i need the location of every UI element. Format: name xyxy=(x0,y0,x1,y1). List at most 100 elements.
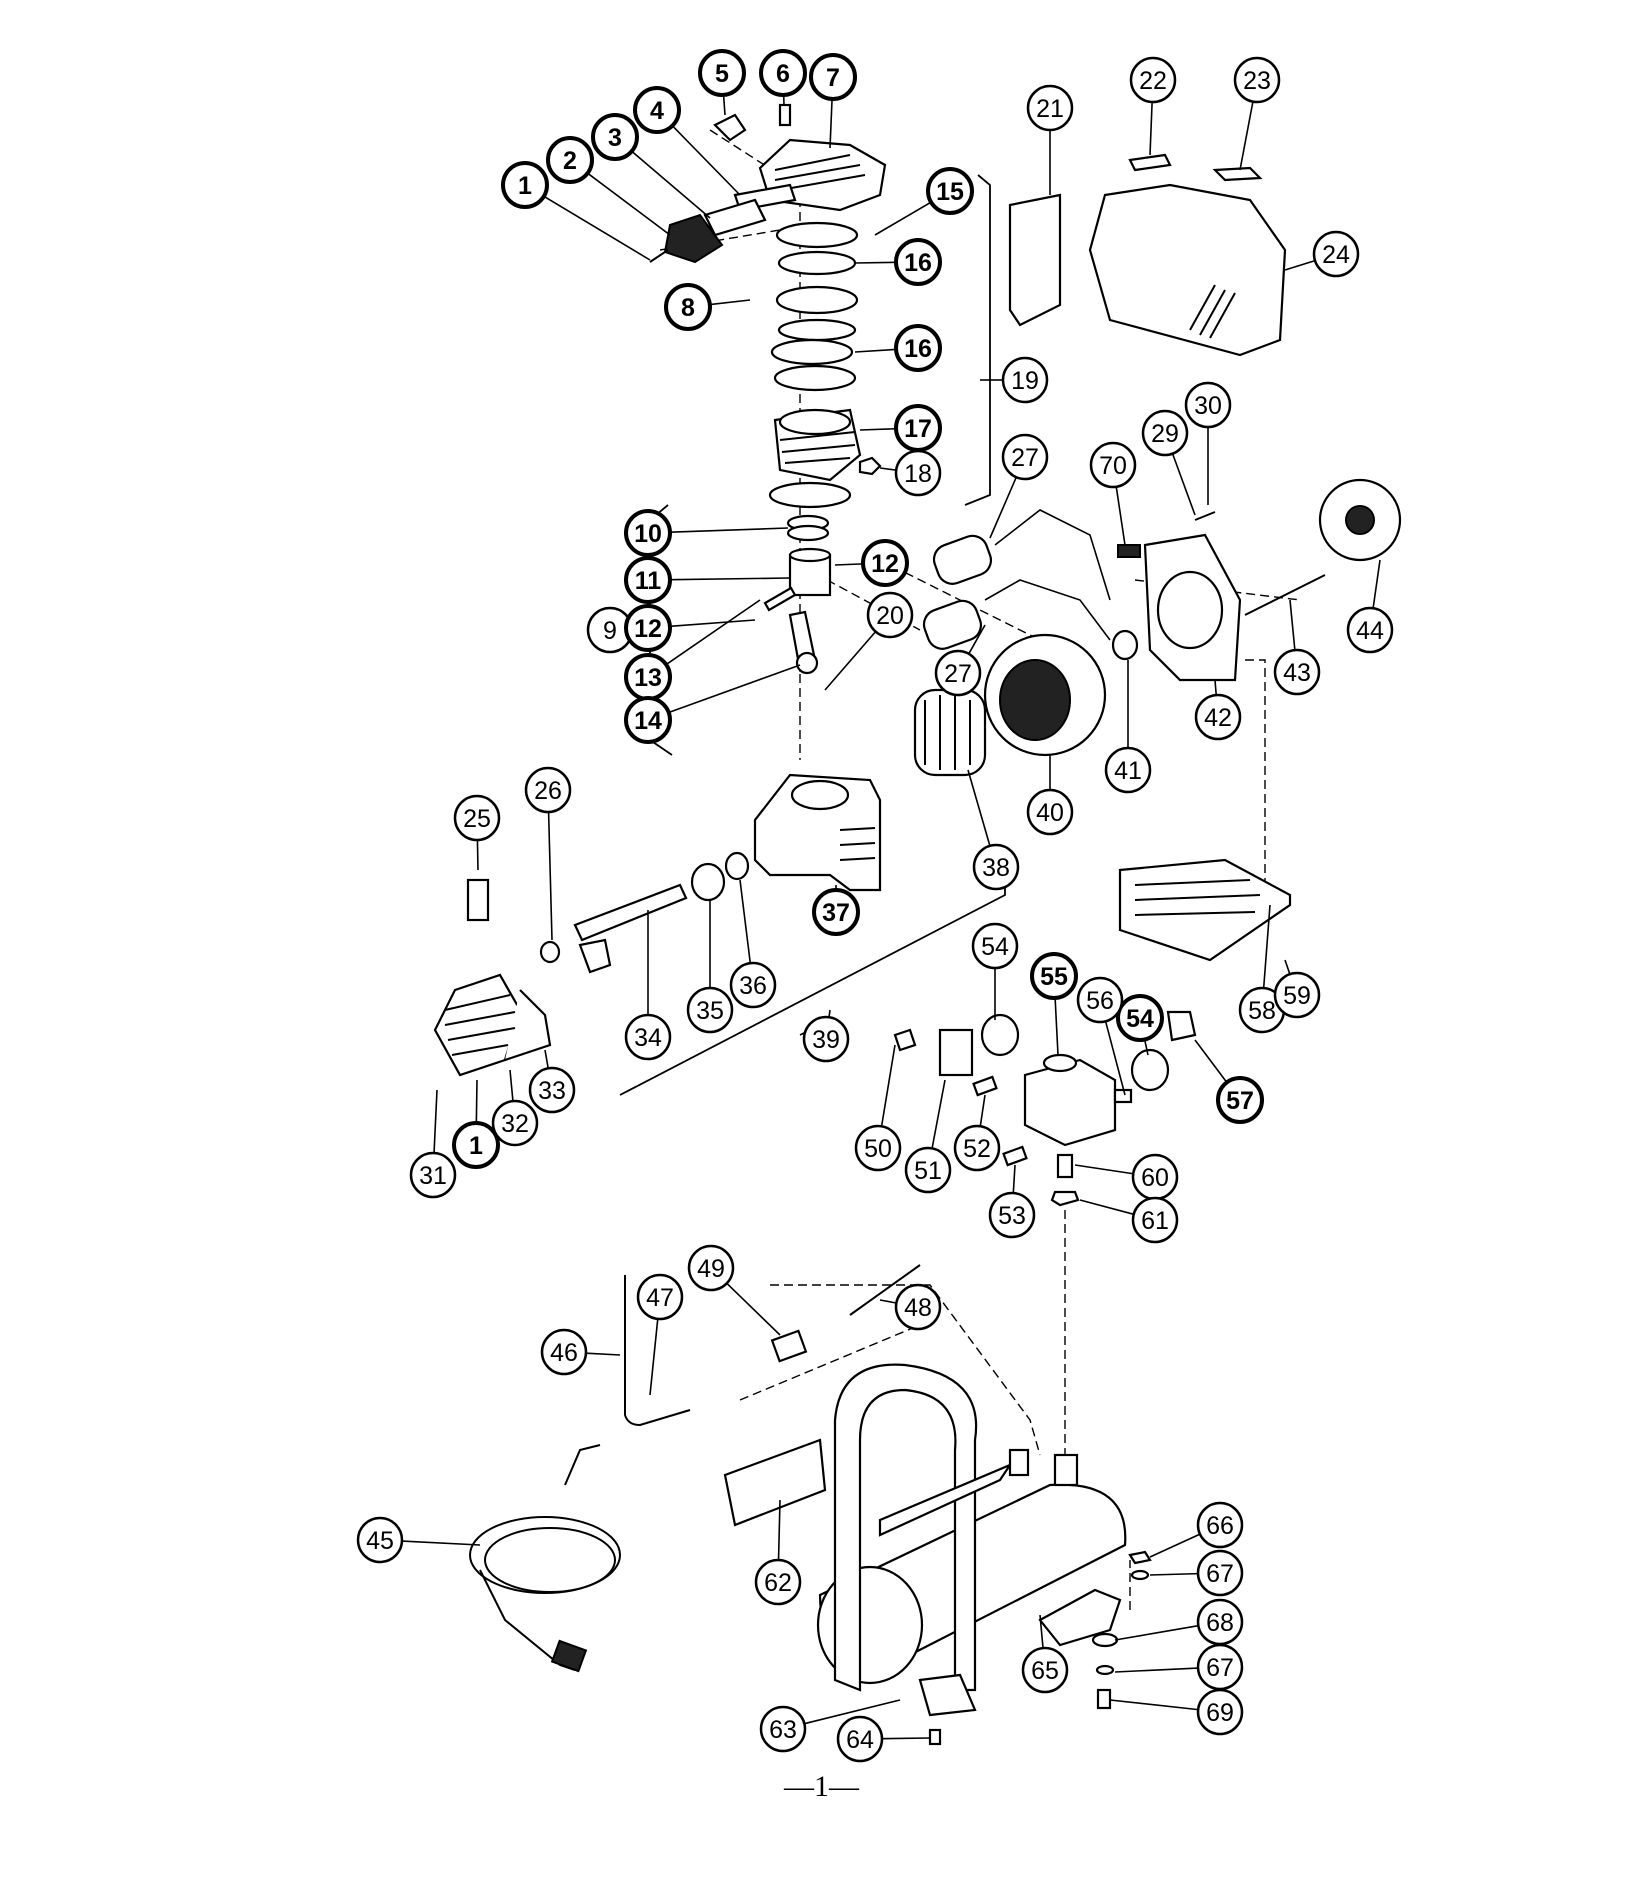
callout-43: 43 xyxy=(1273,599,1321,696)
callout-circle xyxy=(624,1013,672,1061)
callout-label: 37 xyxy=(822,899,850,927)
leader-line xyxy=(476,839,479,871)
leader-line xyxy=(475,1079,478,1124)
leader-line xyxy=(1114,1624,1199,1641)
callout-circle xyxy=(1194,693,1242,741)
callout-label: 27 xyxy=(1011,444,1039,472)
callout-label: 11 xyxy=(635,567,662,595)
callout-label: 67 xyxy=(1206,1654,1234,1682)
callout-7: 7 xyxy=(809,53,857,149)
callout-label: 54 xyxy=(1126,1005,1154,1033)
callout-circle xyxy=(836,1715,884,1763)
callout-circle xyxy=(698,49,746,97)
callout-68: 68 xyxy=(1114,1598,1244,1646)
callout-label: 39 xyxy=(812,1026,840,1054)
callout-label: 7 xyxy=(826,64,840,92)
callout-circle xyxy=(759,1705,807,1753)
callout-label: 26 xyxy=(534,777,562,805)
leader-line xyxy=(669,619,756,628)
callout-label: 9 xyxy=(603,617,617,645)
callout-circle xyxy=(754,1558,802,1606)
piston-assembly xyxy=(763,514,832,675)
callout-circle xyxy=(664,283,712,331)
callout-59: 59 xyxy=(1273,959,1321,1019)
callout-2: 2 xyxy=(546,136,671,236)
callout-31: 31 xyxy=(409,1089,457,1199)
callout-circle xyxy=(624,556,672,604)
leader-line xyxy=(1115,486,1126,546)
callout-label: 51 xyxy=(914,1157,942,1185)
callout-23: 23 xyxy=(1233,56,1281,171)
callout-14: 14 xyxy=(624,664,801,744)
callout-circle xyxy=(1129,56,1177,104)
callout-4: 4 xyxy=(633,86,741,196)
callout-label: 46 xyxy=(550,1339,578,1367)
callout-label: 1 xyxy=(469,1132,483,1160)
callout-label: 20 xyxy=(876,602,904,630)
callout-label: 29 xyxy=(1151,420,1179,448)
callout-18: 18 xyxy=(879,449,942,497)
callout-circle xyxy=(686,986,734,1034)
leader-line xyxy=(1372,559,1381,609)
callout-60: 60 xyxy=(1074,1153,1179,1201)
callout-54: 54 xyxy=(971,922,1019,1020)
callout-label: 54 xyxy=(981,933,1009,961)
leader-line xyxy=(777,1499,781,1561)
callout-label: 5 xyxy=(715,60,729,88)
callout-12: 12 xyxy=(624,604,756,652)
callout-circle xyxy=(971,922,1019,970)
callout-label: 56 xyxy=(1086,987,1114,1015)
callout-label: 16 xyxy=(904,249,932,277)
callout-56: 56 xyxy=(1076,976,1126,1096)
callout-circle xyxy=(729,961,777,1009)
leader-line xyxy=(854,261,897,264)
callout-65: 65 xyxy=(1021,1614,1069,1694)
callout-label: 61 xyxy=(1141,1207,1169,1235)
leader-line xyxy=(1054,997,1059,1056)
leader-line xyxy=(739,879,752,964)
leader-line xyxy=(1239,101,1254,171)
leader-line xyxy=(879,467,897,471)
leader-line xyxy=(968,624,986,655)
callout-circle xyxy=(988,1191,1036,1239)
leader-line xyxy=(722,94,726,116)
leader-line xyxy=(1262,904,1271,989)
leader-line xyxy=(1149,1572,1199,1576)
callout-label: 63 xyxy=(769,1716,797,1744)
callout-label: 30 xyxy=(1194,392,1222,420)
callout-45: 45 xyxy=(356,1516,481,1564)
leader-line xyxy=(585,1352,621,1356)
leader-line xyxy=(669,527,789,534)
callout-circle xyxy=(624,509,672,557)
callout-label: 53 xyxy=(998,1202,1026,1230)
leader-line xyxy=(1149,101,1153,156)
callout-10: 10 xyxy=(624,509,789,557)
callout-label: 40 xyxy=(1036,799,1064,827)
callout-circle xyxy=(452,1121,500,1169)
callout-3: 3 xyxy=(591,113,711,219)
callout-circle xyxy=(453,794,501,842)
callout-57: 57 xyxy=(1194,1039,1264,1124)
callout-circle xyxy=(633,86,681,134)
callout-24: 24 xyxy=(1284,230,1360,278)
callout-label: 66 xyxy=(1206,1512,1234,1540)
callout-circle xyxy=(894,449,942,497)
callout-circle xyxy=(972,843,1020,891)
callout-label: 60 xyxy=(1141,1164,1169,1192)
callout-circle xyxy=(591,113,639,161)
callout-11: 11 xyxy=(624,556,791,604)
base-plate xyxy=(1118,858,1292,962)
callout-circle xyxy=(1184,381,1232,429)
callout-35: 35 xyxy=(686,900,734,1034)
callout-63: 63 xyxy=(759,1699,901,1753)
callout-label: 14 xyxy=(634,707,662,735)
callout-label: 50 xyxy=(864,1135,892,1163)
callout-circle xyxy=(1196,1688,1244,1736)
leader-line xyxy=(547,811,553,941)
callout-circle xyxy=(546,136,594,184)
callout-38: 38 xyxy=(967,769,1020,891)
callout-circle xyxy=(1196,1501,1244,1549)
leader-line xyxy=(1171,453,1196,516)
leader-line xyxy=(804,1699,901,1725)
callout-label: 62 xyxy=(764,1569,792,1597)
